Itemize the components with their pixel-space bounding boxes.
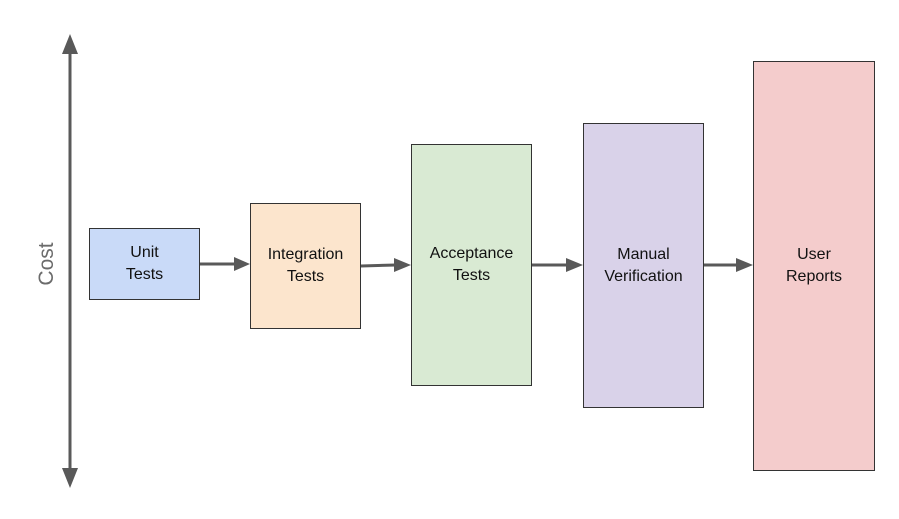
cost-axis-arrow-down-icon	[62, 468, 78, 488]
cost-axis-label: Cost	[35, 242, 58, 286]
stage-manual-verification: Manual Verification	[583, 123, 704, 408]
arrow-integration-to-acceptance	[360, 258, 411, 272]
stage-label: Acceptance Tests	[429, 245, 514, 284]
stage-acceptance-tests: Acceptance Tests	[411, 144, 532, 386]
stage-label: Integration Tests	[267, 246, 344, 285]
arrowhead-icon	[394, 258, 411, 272]
arrowhead-icon	[234, 257, 250, 271]
stage-label: Unit Tests	[125, 244, 164, 283]
arrow-acceptance-to-manual	[532, 258, 583, 272]
stage-unit-tests: Unit Tests	[89, 228, 200, 300]
arrow-manual-to-user	[704, 258, 753, 272]
stage-label: Manual Verification	[604, 245, 683, 285]
cost-axis	[62, 34, 78, 488]
arrowhead-icon	[566, 258, 583, 272]
stage-label: User Reports	[785, 246, 843, 285]
stage-user-reports: User Reports	[753, 61, 875, 471]
cost-axis-arrow-up-icon	[62, 34, 78, 54]
arrow-unit-to-integration	[200, 257, 250, 271]
stage-integration-tests: Integration Tests	[250, 203, 361, 329]
arrowhead-icon	[736, 258, 753, 272]
